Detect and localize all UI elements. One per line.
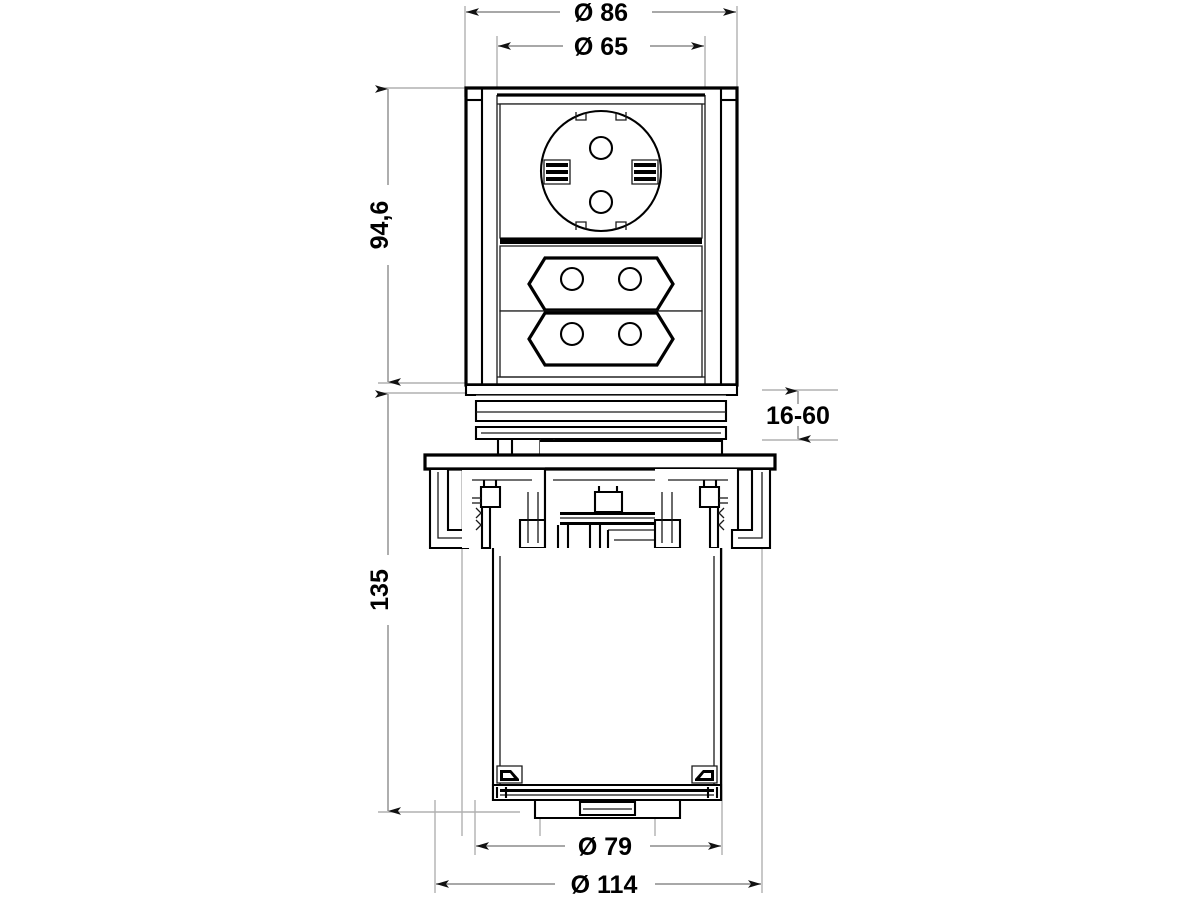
cylindrical-body-housing <box>491 548 723 820</box>
dimension-dia-79: Ø 79 <box>476 833 721 861</box>
socket-tower <box>464 86 739 387</box>
dimension-label-h-135: 135 <box>366 569 394 611</box>
spring-clamp-right[interactable] <box>653 469 740 550</box>
dimension-label-dia-86: Ø 86 <box>574 0 628 27</box>
dimension-dia-65: Ø 65 <box>498 33 704 61</box>
mounting-flange <box>423 439 777 550</box>
schuko-socket-outlet[interactable] <box>499 103 703 239</box>
flange-bracket-right <box>730 467 772 550</box>
dimension-h-135: 135 <box>366 390 401 815</box>
collar-seal-rings <box>464 383 739 441</box>
cable-outlet-boss <box>533 798 682 820</box>
dimension-label-dia-65: Ø 65 <box>574 33 628 61</box>
dimension-dia-86: Ø 86 <box>466 0 736 27</box>
dimension-label-t-16-60: 16-60 <box>766 402 830 430</box>
dimension-t-16-60: 16-60 <box>766 387 830 443</box>
euro-socket-outlet-2[interactable] <box>499 310 703 378</box>
body-mark-left <box>496 765 523 784</box>
earth-contact-left <box>543 159 571 185</box>
dimension-dia-114: Ø 114 <box>436 871 761 899</box>
dimension-label-dia-114: Ø 114 <box>571 871 638 899</box>
body-mark-right <box>691 765 718 784</box>
dimension-label-h-94-6: 94,6 <box>366 201 394 250</box>
dimension-h-94-6: 94,6 <box>366 85 401 386</box>
earth-contact-right <box>631 159 659 185</box>
socket-divider-bar <box>500 238 702 244</box>
spring-clamp-left[interactable] <box>462 467 547 550</box>
euro-socket-outlet-1[interactable] <box>499 245 703 312</box>
dimension-label-dia-79: Ø 79 <box>578 833 632 861</box>
